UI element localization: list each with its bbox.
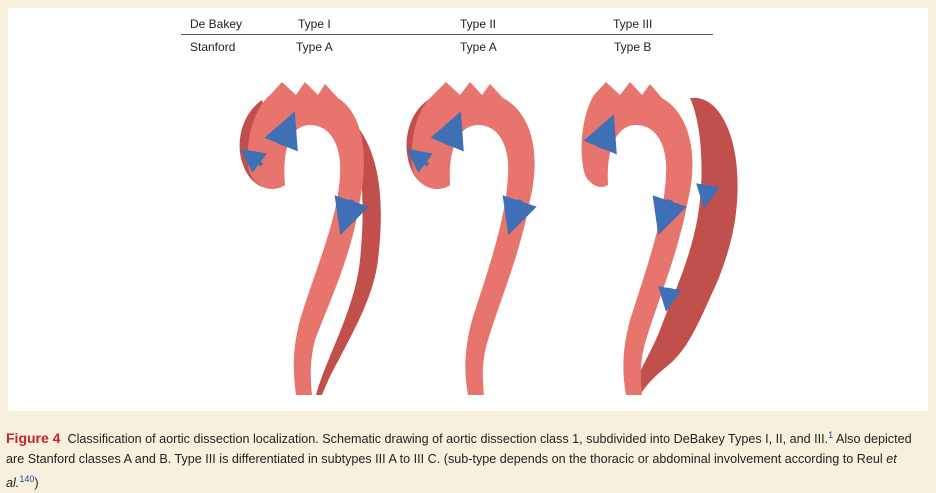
- caption-text-1: Classification of aortic dissection loca…: [67, 432, 829, 447]
- figure-caption: Figure 4 Classification of aortic dissec…: [6, 425, 930, 493]
- aorta-type-1: [239, 82, 381, 395]
- true-lumen-1: [247, 82, 364, 395]
- caption-text-3: ): [34, 476, 39, 491]
- flow-arrow-2a: [430, 111, 464, 152]
- false-lumen-descending-3: [630, 97, 738, 393]
- caption-text-2: Also depicted are Stanford classes A and…: [6, 432, 912, 467]
- flow-arrow-3d: [658, 286, 682, 312]
- flow-arrow-2b: [406, 148, 433, 173]
- reference-1[interactable]: 1: [828, 430, 834, 440]
- debakey-row-label: De Bakey: [190, 17, 243, 31]
- flow-arrow-1c: [334, 195, 369, 236]
- stanford-type-1: Type A: [296, 40, 333, 54]
- aorta-type-3: [581, 82, 738, 395]
- figure-label: Figure 4: [6, 430, 61, 447]
- flow-arrow-1a: [264, 111, 298, 152]
- debakey-type-1: Type I: [298, 17, 331, 31]
- flow-arrow-3c: [696, 183, 720, 209]
- reference-140[interactable]: 140: [19, 474, 35, 485]
- false-lumen-descending-1: [316, 120, 381, 395]
- stanford-row-label: Stanford: [190, 40, 236, 54]
- aorta-type-2: [406, 82, 537, 395]
- header-divider: [181, 34, 713, 35]
- true-lumen-2: [411, 82, 535, 395]
- flow-arrow-3a: [583, 114, 617, 155]
- debakey-type-2: Type II: [460, 17, 497, 31]
- true-lumen-3: [581, 82, 693, 395]
- flow-arrow-1b: [240, 148, 267, 173]
- debakey-type-3: Type III: [613, 17, 653, 31]
- flow-arrow-2c: [502, 195, 537, 236]
- stanford-type-2: Type A: [460, 40, 497, 54]
- flow-arrow-3b: [652, 195, 687, 236]
- stanford-type-3: Type B: [614, 40, 652, 54]
